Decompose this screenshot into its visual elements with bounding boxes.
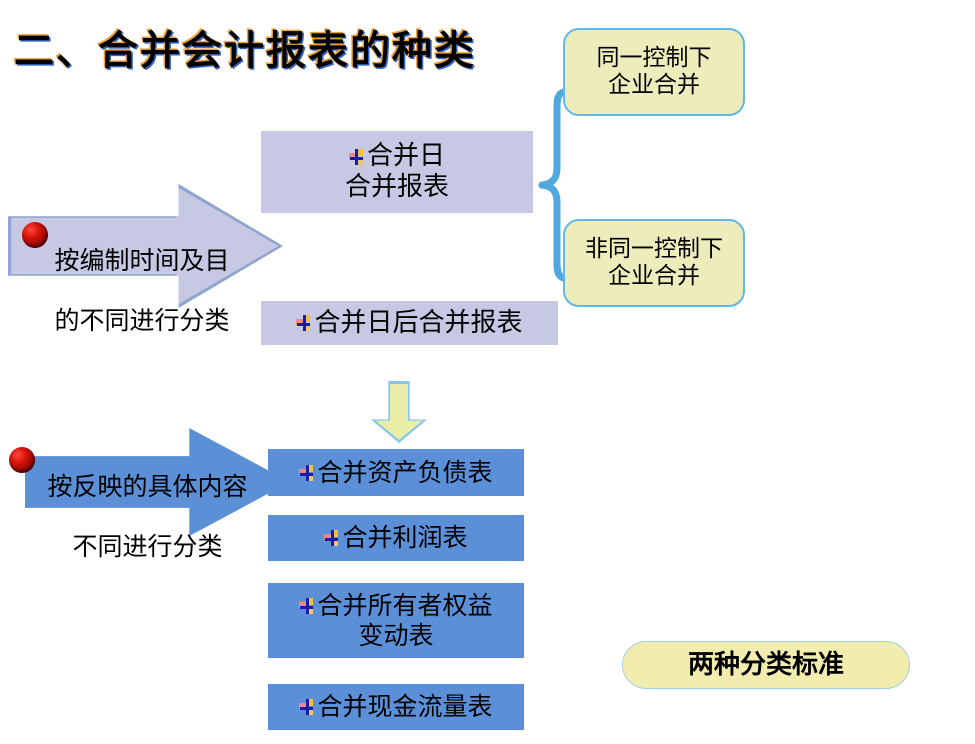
callout-two-classification-standards[interactable]: 两种分类标准 [622,641,910,689]
multicolor-plus-bullet-icon [299,464,315,481]
page-title: 二、合并会计报表的种类 [14,28,476,74]
statement-box-balance-sheet[interactable]: 合并资产负债表 [268,449,524,496]
statement-box-income-statement[interactable]: 合并利润表 [268,515,524,561]
arrow-label2-line1: 按反映的具体内容 [47,472,248,501]
down-arrow-fill [375,384,423,440]
down-arrow-icon [371,381,427,443]
multicolor-plus-bullet-icon [348,148,365,165]
arrow-label-classification-by-content: 按反映的具体内容 不同进行分类 [30,442,265,592]
merger-type-box-same-control[interactable]: 同一控制下 企业合并 [563,28,745,116]
arrow-label2-line2: 不同进行分类 [72,532,223,561]
arrow-label-line2: 的不同进行分类 [54,306,230,335]
multicolor-plus-bullet-icon [299,597,315,614]
report-box-after-merger-date-label: 合并日后合并报表 [314,307,523,338]
left-curly-brace-icon [536,86,576,284]
statement-box-income-statement-label: 合并利润表 [342,523,468,553]
multicolor-plus-bullet-icon [299,699,315,715]
merger-type-box-different-control[interactable]: 非同一控制下 企业合并 [563,219,745,307]
red-sphere-bullet-icon [22,222,48,248]
arrow-label-line1: 按编制时间及目 [54,246,230,275]
multicolor-plus-bullet-icon [296,315,312,331]
merger-type-same-control-line1: 同一控制下 [596,44,712,71]
statement-box-balance-sheet-label: 合并资产负债表 [317,457,493,487]
multicolor-plus-bullet-icon [324,530,340,546]
report-box-merger-date-line2: 合并报表 [344,172,449,202]
report-box-merger-date-row1: 合并日 [348,141,445,172]
report-box-after-merger-date[interactable]: 合并日后合并报表 [261,301,558,345]
report-box-merger-date-line1: 合并日 [366,141,445,172]
callout-label: 两种分类标准 [687,649,844,680]
merger-type-different-control-line1: 非同一控制下 [585,235,723,262]
merger-type-same-control-line2: 企业合并 [608,72,700,98]
statement-box-equity-change-row1: 合并所有者权益 [299,591,493,621]
red-sphere-bullet-icon [9,447,35,473]
statement-box-equity-change-line1: 合并所有者权益 [317,591,493,620]
statement-box-cash-flow[interactable]: 合并现金流量表 [268,684,524,730]
arrow-label-classification-by-time: 按编制时间及目 的不同进行分类 [42,216,242,366]
statement-box-equity-change-line2: 变动表 [358,620,434,650]
merger-type-different-control-line2: 企业合并 [608,263,700,289]
statement-box-cash-flow-label: 合并现金流量表 [317,692,493,722]
report-box-merger-date[interactable]: 合并日 合并报表 [261,131,533,213]
statement-box-equity-change[interactable]: 合并所有者权益 变动表 [268,583,524,658]
